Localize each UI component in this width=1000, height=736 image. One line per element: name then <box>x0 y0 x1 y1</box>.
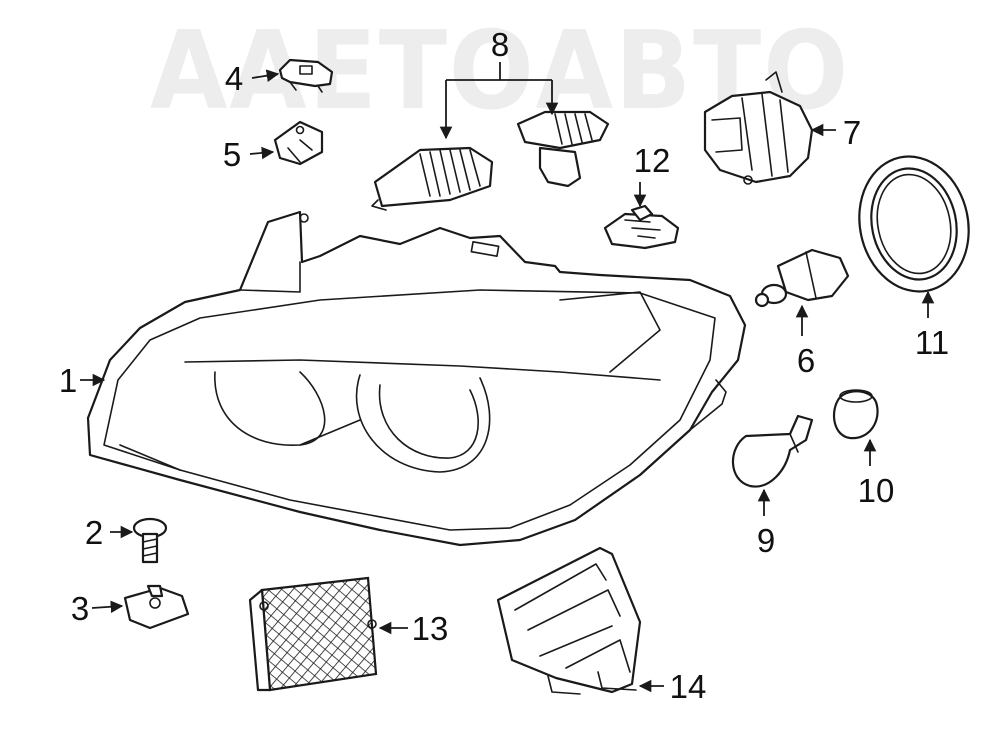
adjuster-motor-part <box>703 71 814 185</box>
callout-11: 11 <box>915 324 949 361</box>
bulb-socket-part <box>754 248 850 308</box>
callout-9: 9 <box>757 522 775 559</box>
callout-13: 13 <box>412 610 449 647</box>
headlamp-assembly <box>86 210 747 547</box>
grille-cover-part <box>248 576 378 692</box>
callout-6: 6 <box>797 342 815 379</box>
callout-7: 7 <box>843 114 861 151</box>
callout-4: 4 <box>225 60 243 97</box>
bracket-part <box>273 120 324 166</box>
callout-5: 5 <box>223 136 241 173</box>
bracket-clip-part <box>278 58 334 93</box>
callout-1: 1 <box>59 362 77 399</box>
callout-14: 14 <box>670 668 707 705</box>
mounting-bracket-part <box>496 546 642 695</box>
bulb-part <box>731 414 814 488</box>
callout-12: 12 <box>634 142 671 179</box>
ballast-module-right <box>516 110 610 188</box>
leader-lines <box>80 62 935 693</box>
callout-8: 8 <box>491 26 509 63</box>
callout-3: 3 <box>71 590 89 627</box>
connector-part <box>603 204 680 250</box>
ballast-module-left <box>371 146 494 211</box>
callout-10: 10 <box>858 472 895 509</box>
seal-ring-part <box>858 155 970 293</box>
small-bulb-part <box>832 389 879 440</box>
screw-part <box>132 517 168 564</box>
callout-2: 2 <box>85 514 103 551</box>
clip-nut-part <box>123 584 190 630</box>
